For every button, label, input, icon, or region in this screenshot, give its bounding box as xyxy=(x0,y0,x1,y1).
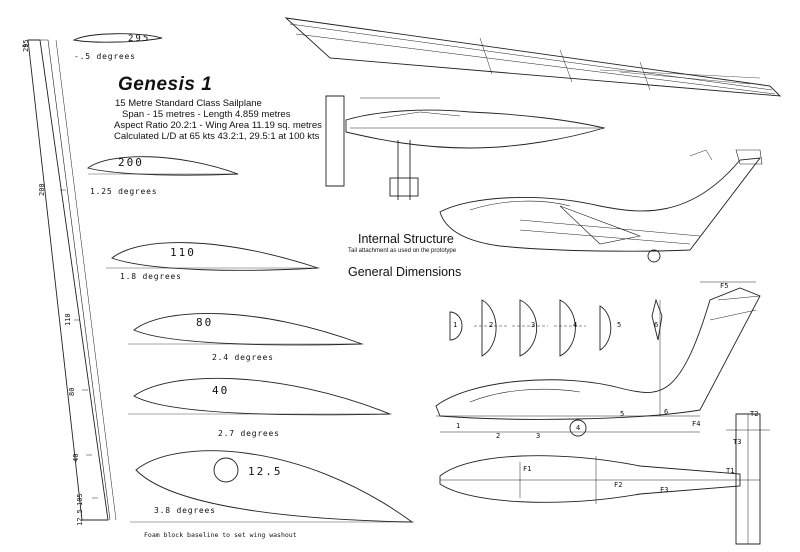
fuselage-point-4: 4 xyxy=(576,424,581,432)
fuselage-point-3: 3 xyxy=(536,432,541,440)
profile-angle-80: 2.4 degrees xyxy=(212,353,274,362)
page-title: Genesis 1 xyxy=(118,74,213,95)
section-label-2: 2 xyxy=(489,321,494,329)
profile-angle-200: 1.25 degrees xyxy=(90,187,158,196)
profile-number-295: 295 xyxy=(128,34,151,44)
profile-number-12-5: 12.5 xyxy=(248,465,283,478)
profile-angle-12-5: 3.8 degrees xyxy=(154,506,216,515)
dim-label-f1: F1 xyxy=(523,465,532,473)
spec-line-1: Span - 15 metres - Length 4.859 metres xyxy=(122,109,291,120)
profile-angle-110: 1.8 degrees xyxy=(120,272,182,281)
internal-structure-drawing xyxy=(325,95,763,263)
general-dimensions-drawing xyxy=(435,281,770,545)
section-label-3: 3 xyxy=(531,321,536,329)
bulkhead-sections xyxy=(449,298,663,357)
profile-angle-40: 2.7 degrees xyxy=(218,429,280,438)
wing-station-200: 200 xyxy=(38,183,46,196)
dim-label-f3: F3 xyxy=(660,486,669,494)
section-label-5: 5 xyxy=(617,321,622,329)
subtitle: 15 Metre Standard Class Sailplane xyxy=(115,98,262,109)
wing-planform xyxy=(22,39,117,521)
dim-label-f2: F2 xyxy=(614,481,623,489)
spec-line-2: Aspect Ratio 20.2:1 - Wing Area 11.19 sq… xyxy=(114,120,322,131)
wing-station-110: 110 xyxy=(64,313,72,326)
tail-label-f5: F5 xyxy=(720,282,729,290)
internal-structure-heading: Internal Structure xyxy=(358,232,454,246)
fuselage-point-5: 5 xyxy=(620,410,625,418)
wing-station-80: 80 xyxy=(68,387,76,396)
airfoil-profiles xyxy=(72,33,414,523)
wing-station-12-5: 12.5 xyxy=(76,509,84,526)
fuselage-point-6: 6 xyxy=(664,408,669,416)
profile-angle-295: -.5 degrees xyxy=(74,52,136,61)
general-dimensions-heading: General Dimensions xyxy=(348,265,462,279)
profile-number-200: 200 xyxy=(118,156,144,169)
wing-station-295: 295 xyxy=(22,39,30,52)
profile-number-80: 80 xyxy=(196,316,214,329)
tail-label-t3: T3 xyxy=(733,438,742,446)
tail-label-t2: T2 xyxy=(750,410,759,418)
wing-panel-view xyxy=(284,17,782,97)
internal-structure-note: Tail attachment as used on the prototype xyxy=(348,248,457,254)
section-label-4: 4 xyxy=(573,321,578,329)
wing-station-105: 105 xyxy=(76,493,84,506)
fuselage-point-1: 1 xyxy=(456,422,461,430)
wing-station-40: 40 xyxy=(72,453,80,462)
footnote: Foam block baseline to set wing washout xyxy=(144,531,297,539)
spec-line-3: Calculated L/D at 65 kts 43.2:1, 29.5:1 … xyxy=(114,131,320,142)
fuselage-point-2: 2 xyxy=(496,432,501,440)
dim-label-f4: F4 xyxy=(692,420,701,428)
profile-number-110: 110 xyxy=(170,246,196,259)
section-label-6: 6 xyxy=(654,321,659,329)
section-label-1: 1 xyxy=(453,321,458,329)
tail-label-t1: T1 xyxy=(726,467,735,475)
profile-number-40: 40 xyxy=(212,384,230,397)
